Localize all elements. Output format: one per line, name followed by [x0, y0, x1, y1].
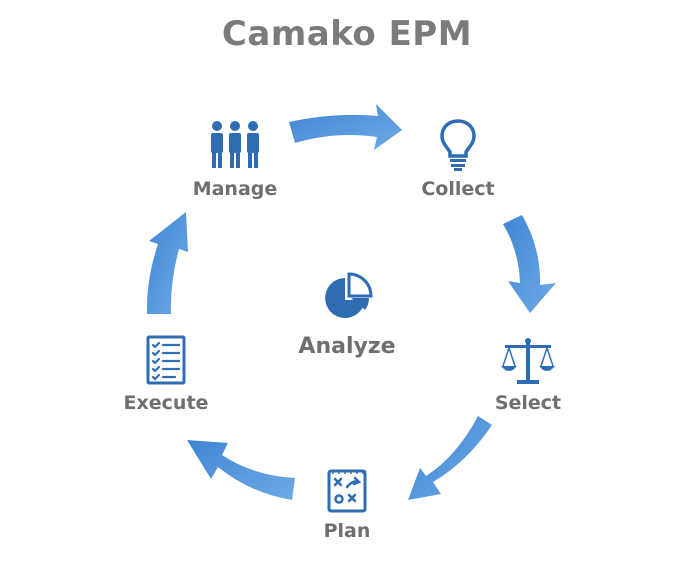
step-analyze: Analyze [267, 272, 427, 359]
step-label-plan: Plan [323, 520, 371, 542]
diagram-title: Camako EPM [221, 14, 473, 54]
pie-chart-icon [325, 272, 373, 318]
arrow-plan-to-execute [187, 440, 295, 500]
arrow-execute-to-manage [146, 212, 188, 314]
step-execute: Execute [86, 334, 246, 414]
step-label-select: Select [494, 392, 562, 414]
step-select: Select [448, 336, 608, 414]
step-plan: Plan [267, 468, 427, 542]
step-manage: Manage [155, 118, 315, 200]
center-label-analyze: Analyze [298, 334, 396, 359]
arrow-manage-to-collect [289, 104, 402, 150]
step-label-execute: Execute [123, 392, 209, 414]
people-icon [211, 121, 259, 168]
lightbulb-icon [440, 119, 476, 171]
step-label-collect: Collect [421, 178, 495, 200]
scales-icon [501, 338, 555, 384]
arrow-select-to-plan [408, 416, 492, 500]
step-label-manage: Manage [192, 178, 278, 200]
arrow-collect-to-select [503, 215, 556, 313]
step-collect: Collect [378, 118, 538, 200]
checklist-icon [146, 335, 186, 385]
strategy-board-icon [327, 469, 367, 513]
